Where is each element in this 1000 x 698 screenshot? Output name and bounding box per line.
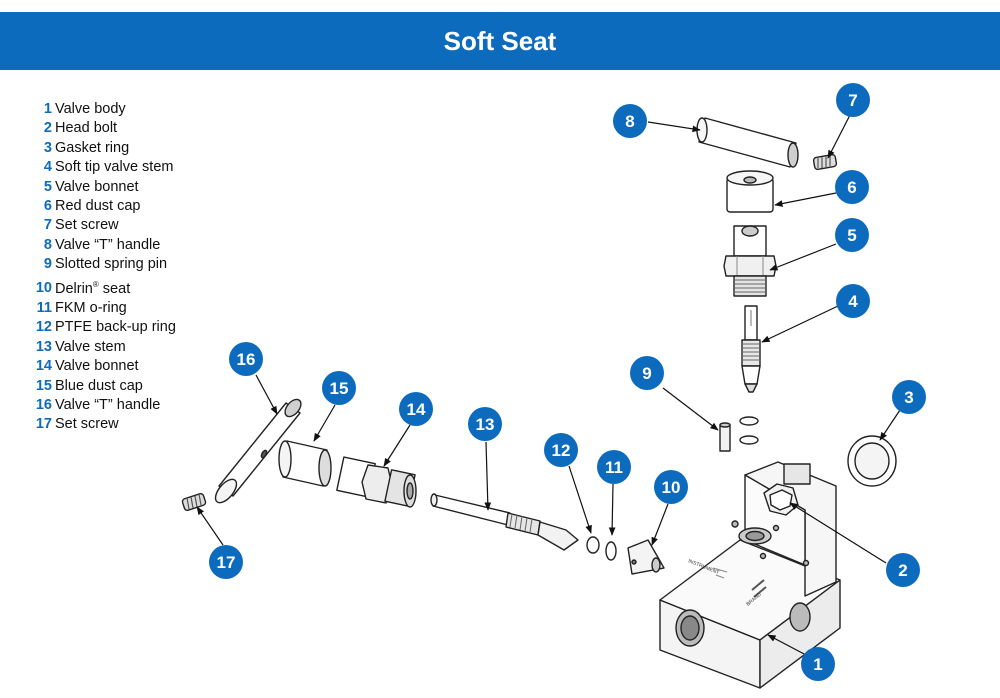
svg-text:2: 2: [898, 561, 907, 580]
callout-3: 3: [892, 380, 926, 414]
svg-text:8: 8: [625, 112, 634, 131]
callout-4: 4: [836, 284, 870, 318]
callout-12: 12: [544, 433, 578, 467]
upper-o-ring: [739, 416, 759, 426]
valve-body-part: [659, 461, 841, 689]
svg-text:3: 3: [904, 388, 913, 407]
valve-stem-part: [430, 493, 579, 551]
svg-text:17: 17: [217, 553, 236, 572]
callout-10: 10: [654, 470, 688, 504]
svg-text:16: 16: [237, 350, 256, 369]
svg-text:9: 9: [642, 364, 651, 383]
callout-1: 1: [801, 647, 835, 681]
set-screw-lower-part: [181, 492, 207, 512]
delrin-seat-part: [627, 539, 665, 575]
callout-13: 13: [468, 407, 502, 441]
svg-text:1: 1: [813, 655, 822, 674]
callout-14: 14: [399, 392, 433, 426]
fkm-o-ring-part: [605, 541, 617, 561]
callout-9: 9: [630, 356, 664, 390]
ptfe-back-up-ring-part: [586, 536, 600, 554]
set-screw-upper-part: [812, 153, 838, 171]
svg-text:10: 10: [662, 478, 681, 497]
valve-bonnet-lower-part: [336, 456, 417, 508]
callout-15: 15: [322, 371, 356, 405]
svg-text:13: 13: [476, 415, 495, 434]
soft-tip-valve-stem-part: [741, 305, 761, 393]
red-dust-cap-part: [726, 170, 774, 213]
callout-2: 2: [886, 553, 920, 587]
blue-dust-cap-part: [278, 440, 332, 487]
callout-11: 11: [597, 450, 631, 484]
svg-text:6: 6: [847, 178, 856, 197]
svg-text:5: 5: [847, 226, 856, 245]
svg-text:12: 12: [552, 441, 571, 460]
t-handle-upper-part: [696, 117, 799, 168]
callout-6: 6: [835, 170, 869, 204]
callout-5: 5: [835, 218, 869, 252]
svg-text:14: 14: [407, 400, 426, 419]
svg-text:11: 11: [605, 458, 623, 477]
page-title: Soft Seat: [443, 26, 557, 56]
callout-16: 16: [229, 342, 263, 376]
callout-17: 17: [209, 545, 243, 579]
slotted-spring-pin-part: [719, 422, 731, 452]
title-banner: Soft Seat: [0, 12, 1000, 70]
upper-back-up-ring: [739, 435, 759, 445]
t-handle-lower-part: [214, 398, 302, 504]
svg-text:15: 15: [330, 379, 349, 398]
valve-bonnet-upper-part: [723, 225, 777, 297]
callout-7: 7: [836, 83, 870, 117]
svg-text:7: 7: [848, 91, 857, 110]
gasket-ring-part: [847, 435, 897, 487]
leader-lines: [196, 114, 901, 656]
svg-text:4: 4: [848, 292, 858, 311]
callout-8: 8: [613, 104, 647, 138]
